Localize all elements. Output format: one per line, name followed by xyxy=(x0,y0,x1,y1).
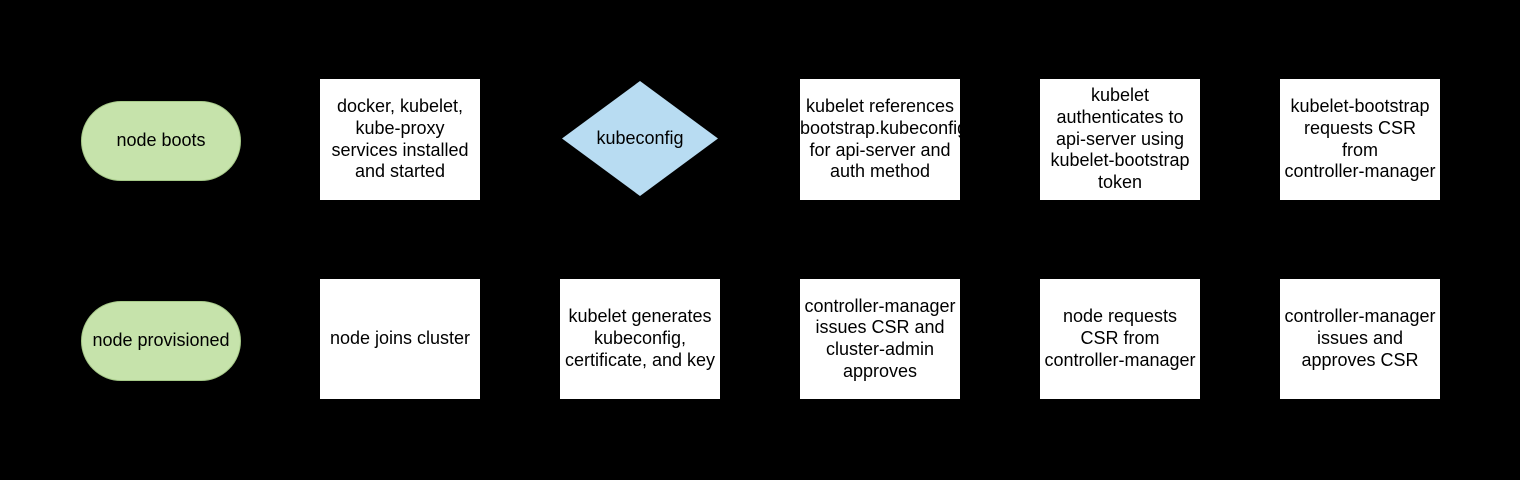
node-label: kubelet-bootstrap requests CSR from cont… xyxy=(1284,96,1436,182)
process-bootstrap-requests-csr: kubelet-bootstrap requests CSR from cont… xyxy=(1280,79,1440,200)
node-label: kubeconfig xyxy=(596,127,684,148)
node-label: docker, kubelet, kube-proxy services ins… xyxy=(331,96,469,182)
node-label: kubelet generates kubeconfig, certificat… xyxy=(564,306,716,370)
terminator-node-boots: node boots xyxy=(81,101,241,181)
node-label: controller-manager issues CSR and cluste… xyxy=(804,295,956,381)
terminator-node-provisioned: node provisioned xyxy=(81,301,241,381)
process-kubelet-generates: kubelet generates kubeconfig, certificat… xyxy=(560,279,720,399)
process-services-installed: docker, kubelet, kube-proxy services ins… xyxy=(320,79,480,200)
node-label: node requests CSR from controller-manage… xyxy=(1044,306,1196,370)
node-label: node boots xyxy=(116,130,206,151)
node-label: controller-manager issues and approves C… xyxy=(1284,306,1436,370)
process-node-joins-cluster: node joins cluster xyxy=(320,279,480,399)
process-node-requests-csr: node requests CSR from controller-manage… xyxy=(1040,279,1200,399)
node-label: node joins cluster xyxy=(329,328,471,349)
process-cm-issues-admin-approves: controller-manager issues CSR and cluste… xyxy=(800,279,960,399)
process-cm-issues-approves: controller-manager issues and approves C… xyxy=(1280,279,1440,399)
decision-kubeconfig: kubeconfig xyxy=(562,81,718,196)
node-label: kubelet authenticates to api-server usin… xyxy=(1050,85,1190,193)
node-label: node provisioned xyxy=(92,330,230,351)
process-references-bootstrap-kubeconfig: kubelet references bootstrap.kubeconfig … xyxy=(800,79,960,200)
process-kubelet-authenticates: kubelet authenticates to api-server usin… xyxy=(1040,79,1200,200)
node-label: kubelet references bootstrap.kubeconfig … xyxy=(800,96,960,182)
